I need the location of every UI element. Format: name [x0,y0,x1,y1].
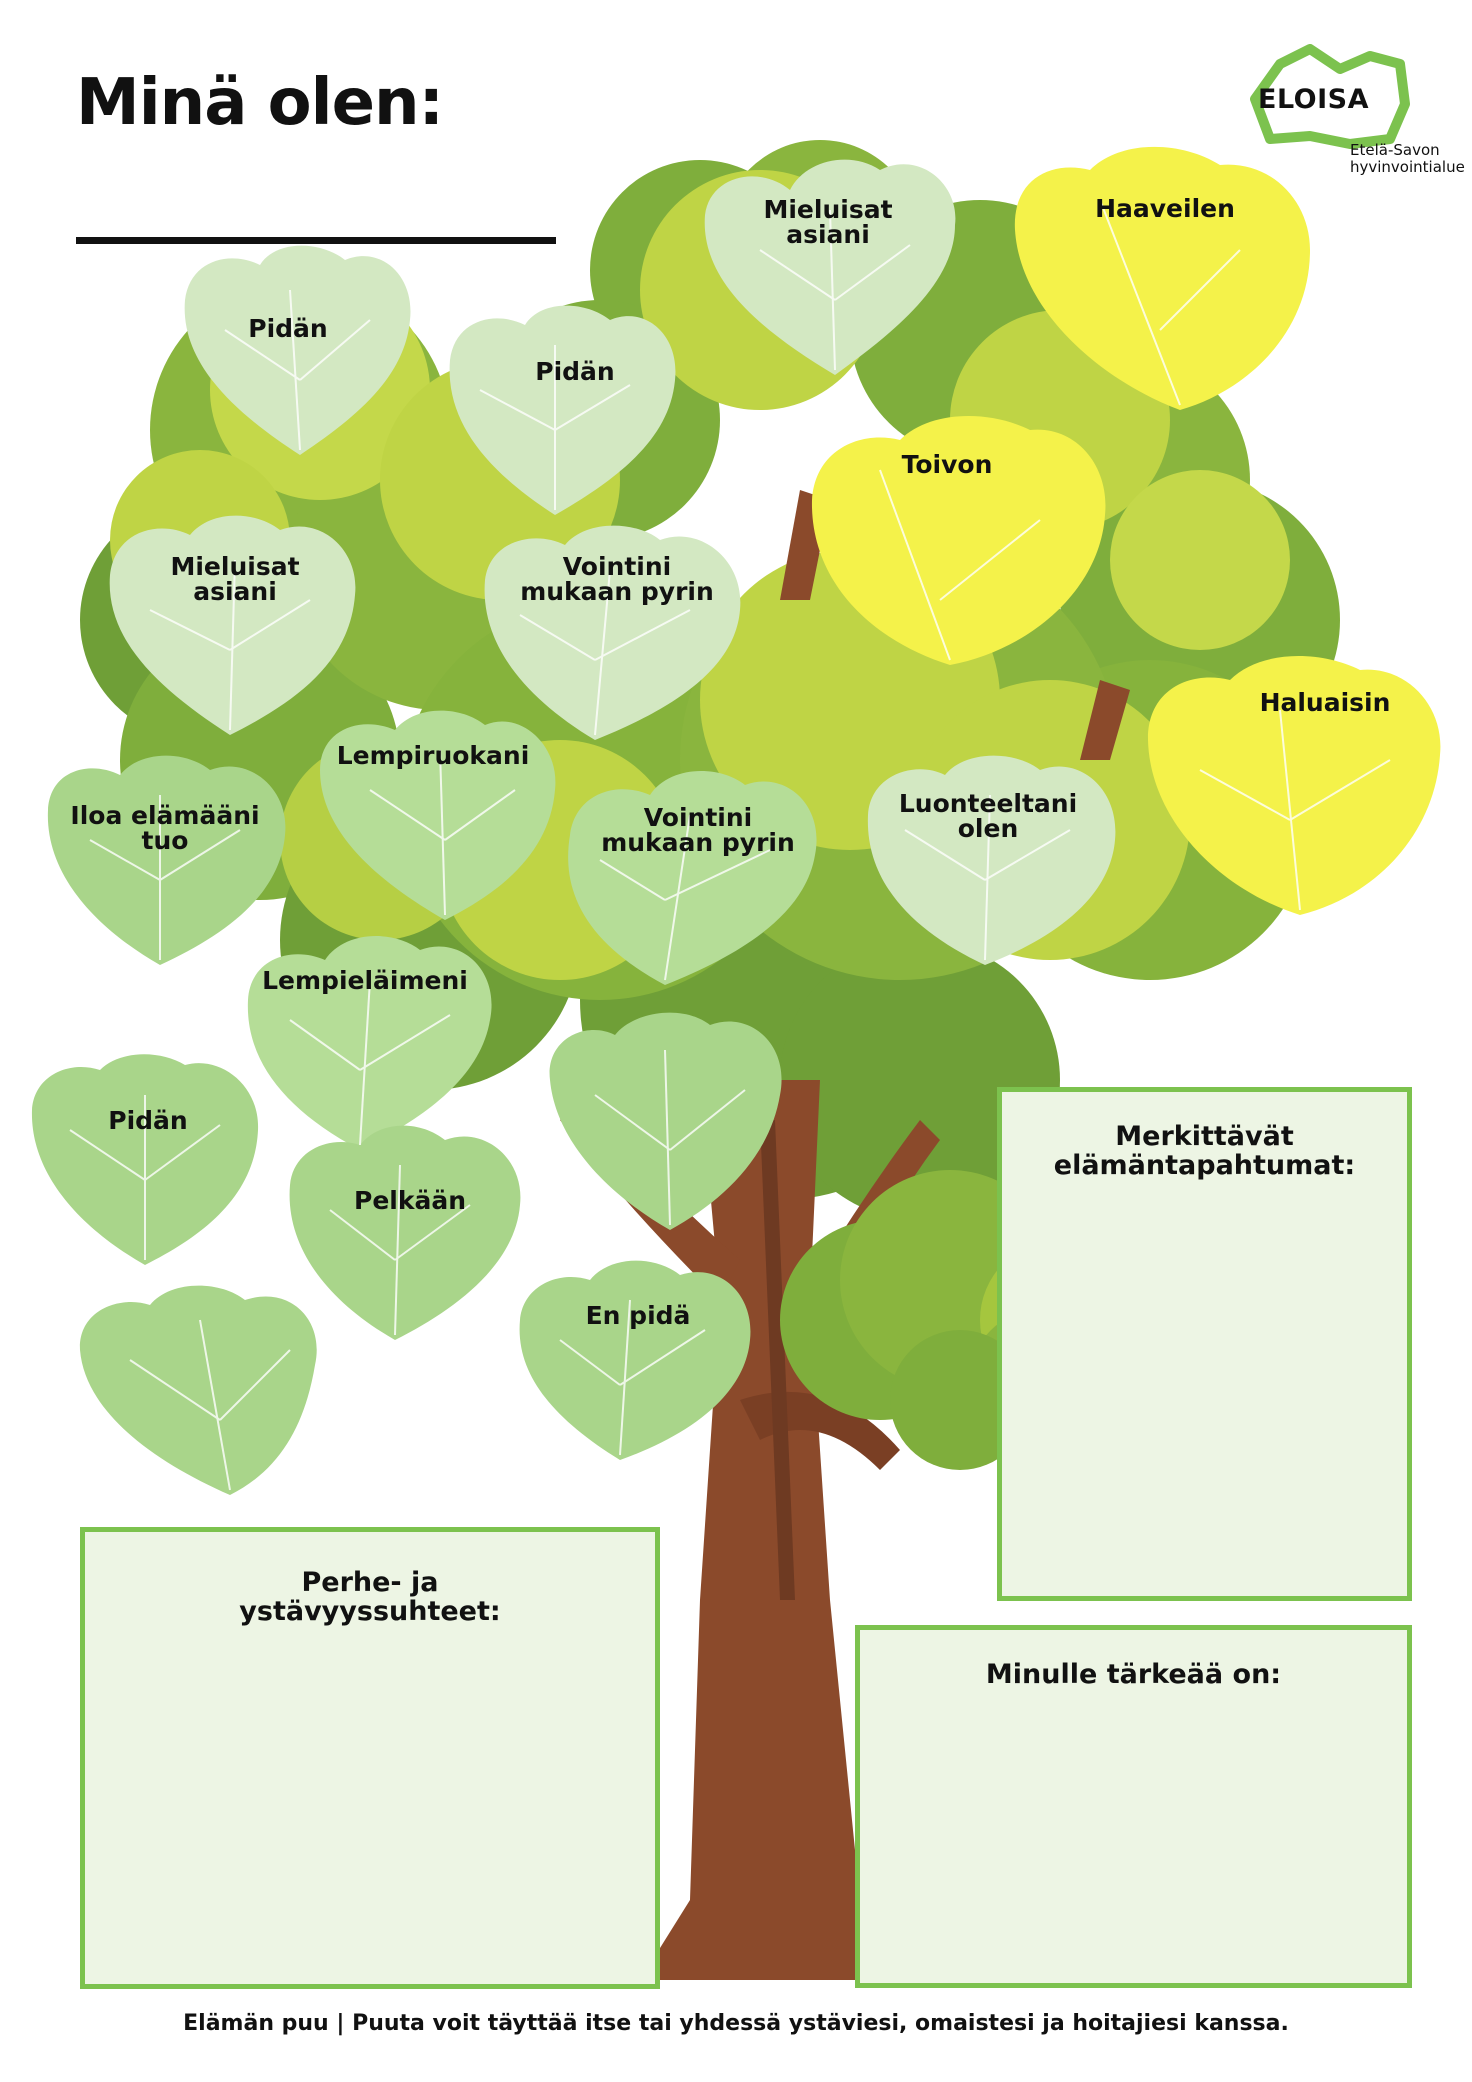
leaf-shape [484,525,741,740]
leaf-label[interactable]: Vointini mukaan pyrin [520,552,714,606]
leaf-label[interactable]: Pidän [248,314,328,343]
leaf-shape [867,755,1116,965]
leaf-label[interactable]: Haaveilen [1095,194,1235,223]
leaf-label[interactable]: Vointini mukaan pyrin [601,803,795,857]
leaf-label[interactable]: En pidä [585,1301,691,1330]
leaf-label[interactable]: Pidän [535,357,615,386]
leaf-label[interactable]: Luonteeltani olen [898,789,1078,843]
leaf-label[interactable]: Iloa elämääni tuo [70,801,260,855]
leaf-label[interactable]: Haluaisin [1259,688,1391,717]
logo-subtitle-2: hyvinvointialue [1350,158,1465,176]
leaf-label[interactable]: Toivon [901,450,993,479]
leaf-shape [1014,146,1310,410]
leaves [31,146,1441,1495]
leaf-shape [1147,656,1441,915]
eloisa-logo: ELOISA Etelä-Savon hyvinvointialue [1250,44,1465,179]
events-box-title: Merkittävät elämäntapahtumat: [1053,1121,1356,1181]
logo-outline-icon [1250,44,1410,149]
leaf-shape [519,1260,751,1460]
leaf-shape [549,1012,782,1230]
leaf-veins [69,199,1391,1491]
important-box[interactable]: Minulle tärkeää on: [855,1625,1412,1988]
leaf-label[interactable]: Mieluisat asiani [763,195,893,249]
family-box[interactable]: Perhe- ja ystävyyssuhteet: [80,1527,660,1989]
leaf-shape [449,305,676,515]
leaf-shape [289,1125,521,1340]
leaf-shape [79,1285,317,1495]
footer-caption: Elämän puu | Puuta voit täyttää itse tai… [183,2011,1289,2036]
leaf-shape [568,771,817,985]
leaf-shape [704,159,956,375]
leaf-label[interactable]: Lempiruokani [336,741,530,770]
logo-subtitle-1: Etelä-Savon [1350,141,1440,159]
leaf-shape [811,416,1106,665]
family-box-title: Perhe- ja ystävyyssuhteet: [239,1567,501,1627]
leaf-shape [184,245,411,455]
leaf-label[interactable]: Pelkään [353,1186,467,1215]
leaf-label[interactable]: Pidän [108,1106,188,1135]
page-title: Minä olen: [76,66,444,140]
leaf-shape [320,710,556,920]
name-write-line[interactable] [76,237,556,244]
leaf-label[interactable]: Lempieläimeni [262,966,468,995]
leaf-label[interactable]: Mieluisat asiani [170,552,300,606]
logo-name: ELOISA [1258,84,1370,115]
events-box[interactable]: Merkittävät elämäntapahtumat: [997,1087,1412,1601]
leaf-shape [247,936,492,1150]
leaf-shape [47,755,286,965]
important-box-title: Minulle tärkeää on: [985,1659,1282,1690]
